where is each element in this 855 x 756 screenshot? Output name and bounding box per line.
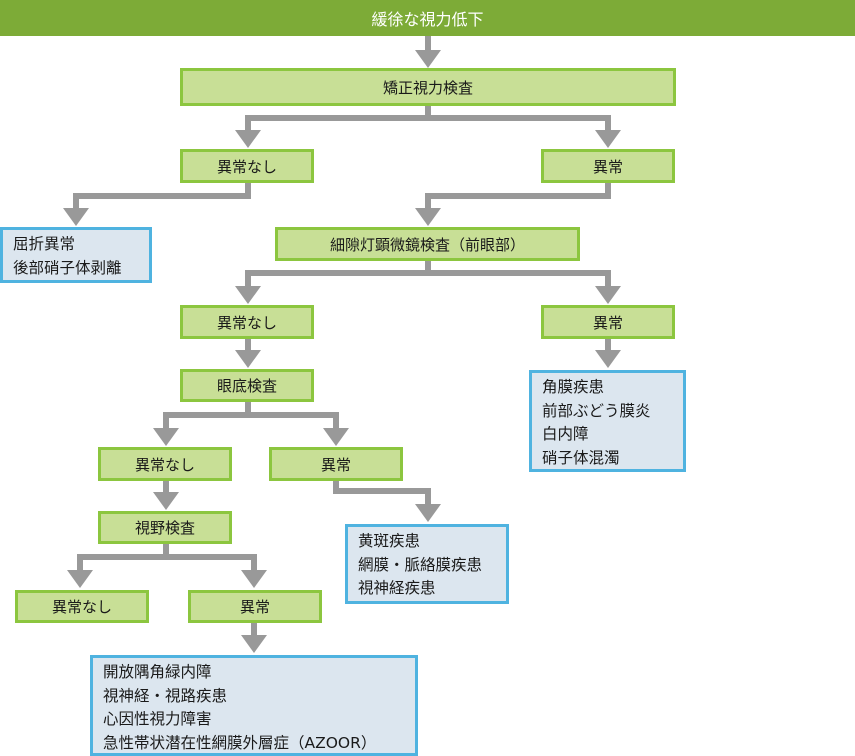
step-slit-lamp: 細隙灯顕微鏡検査（前眼部） — [275, 227, 580, 261]
result-item: 硝子体混濁 — [542, 448, 620, 467]
connector — [166, 554, 257, 572]
result-visual-field: 開放隅角緑内障 視神経・視路疾患 心因性視力障害 急性帯状潜在性網膜外層症（AZ… — [90, 655, 418, 756]
arrowhead — [67, 570, 93, 588]
arrowhead — [153, 492, 179, 510]
outcome-normal: 異常なし — [98, 447, 232, 481]
result-item: 心因性視力障害 — [103, 710, 212, 728]
result-item: 開放隅角緑内障 — [103, 663, 212, 681]
result-item: 網膜・脈絡膜疾患 — [358, 555, 483, 574]
connector — [425, 183, 611, 210]
result-item: 黄斑疾患 — [358, 532, 421, 550]
result-item: 急性帯状潜在性網膜外層症（AZOOR） — [103, 733, 377, 752]
arrowhead — [415, 50, 441, 68]
arrowhead — [153, 428, 179, 446]
outcome-normal: 異常なし — [180, 149, 314, 183]
outcome-normal: 異常なし — [15, 590, 149, 623]
outcome-abnormal: 異常 — [188, 590, 322, 623]
arrowhead — [323, 428, 349, 446]
arrowhead — [63, 208, 89, 226]
step-corrected-visual-acuity: 矯正視力検査 — [180, 68, 676, 106]
connector — [163, 401, 251, 430]
outcome-abnormal: 異常 — [541, 305, 675, 339]
result-item: 角膜疾患 — [542, 378, 605, 396]
arrowhead — [415, 208, 441, 226]
step-fundus: 眼底検査 — [180, 369, 314, 402]
outcome-normal: 異常なし — [180, 305, 314, 339]
outcome-abnormal: 異常 — [269, 447, 403, 481]
connector — [77, 543, 169, 572]
arrowhead — [235, 350, 261, 368]
step-visual-field: 視野検査 — [98, 511, 232, 544]
arrowhead — [241, 570, 267, 588]
result-item: 屈折異常 — [13, 235, 76, 253]
result-item: 後部硝子体剥離 — [13, 258, 122, 277]
result-item: 白内障 — [542, 425, 589, 443]
result-item: 視神経・視路疾患 — [103, 686, 228, 705]
connector — [428, 270, 611, 288]
result-item: 前部ぶどう膜炎 — [542, 401, 651, 420]
result-refractive: 屈折異常 後部硝子体剥離 — [0, 227, 152, 283]
result-fundus: 黄斑疾患 網膜・脈絡膜疾患 視神経疾患 — [345, 524, 509, 604]
connector — [245, 260, 431, 288]
result-anterior-segment: 角膜疾患 前部ぶどう膜炎 白内障 硝子体混濁 — [529, 370, 686, 472]
connector — [248, 412, 339, 430]
result-item: 視神経疾患 — [358, 579, 436, 597]
arrowhead — [595, 350, 621, 368]
outcome-abnormal: 異常 — [541, 149, 675, 183]
arrowhead — [235, 286, 261, 304]
connector — [333, 480, 431, 506]
arrowhead — [241, 635, 267, 653]
connector — [428, 115, 611, 132]
arrowhead — [235, 130, 261, 148]
connector — [73, 183, 251, 210]
arrowhead — [415, 504, 441, 522]
arrowhead — [595, 286, 621, 304]
connector — [245, 104, 431, 132]
title-banner: 緩徐な視力低下 — [0, 0, 855, 36]
arrowhead — [595, 130, 621, 148]
